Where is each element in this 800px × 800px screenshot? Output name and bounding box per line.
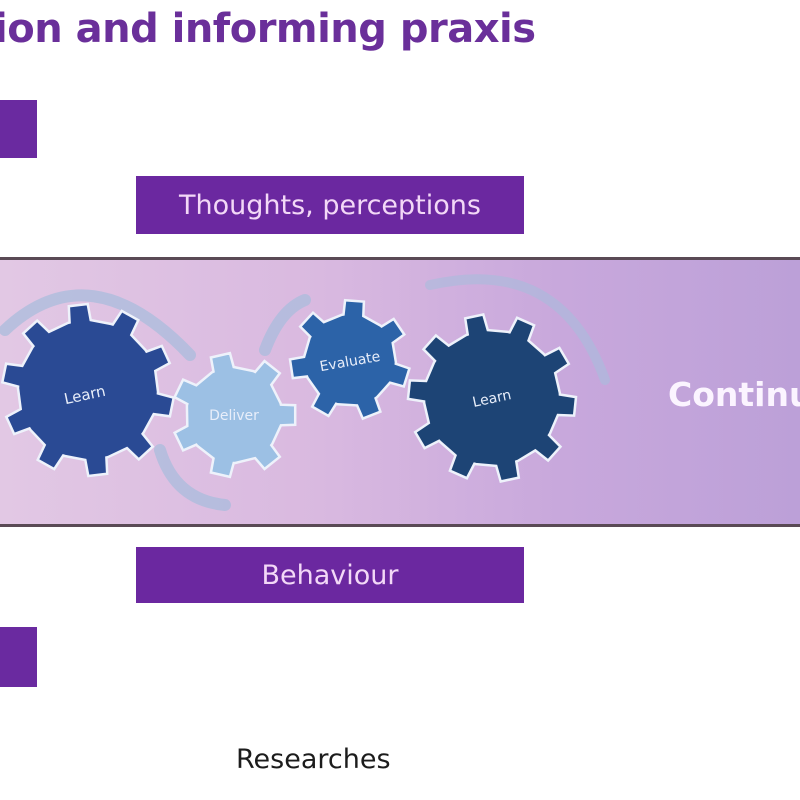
gear-label-deliver: Deliver — [209, 408, 259, 424]
gear-deliver — [172, 351, 297, 479]
gear-shape — [0, 302, 176, 478]
cycle-arrow-3 — [259, 294, 311, 356]
researches-label: Researches — [236, 744, 391, 775]
gear-shape — [172, 351, 297, 479]
thoughts-perceptions-box: Thoughts, perceptions — [136, 176, 524, 234]
gears-diagram: Learn Deliver Evaluate Learn — [0, 274, 610, 511]
gear-shape — [288, 298, 411, 421]
left-box-top — [0, 100, 37, 158]
cycle-arrow-2 — [154, 444, 231, 511]
cycle-arrow-1 — [0, 289, 196, 361]
slide-title: ion and informing praxis — [0, 6, 536, 52]
continuous-cycle-band: Learn Deliver Evaluate Learn Continuous — [0, 257, 800, 527]
behaviour-box: Behaviour — [136, 547, 524, 603]
gear-shape — [406, 313, 578, 483]
gear-label-learn-2: Learn — [471, 387, 513, 411]
gear-learn-2 — [406, 313, 578, 483]
gear-learn-1 — [0, 302, 176, 478]
cycle-arrow-4 — [425, 274, 610, 385]
thoughts-perceptions-label: Thoughts, perceptions — [179, 189, 481, 221]
left-box-bottom — [0, 627, 37, 687]
gear-evaluate — [288, 298, 411, 421]
continuous-label: Continuous — [668, 375, 800, 414]
behaviour-label: Behaviour — [261, 559, 399, 591]
